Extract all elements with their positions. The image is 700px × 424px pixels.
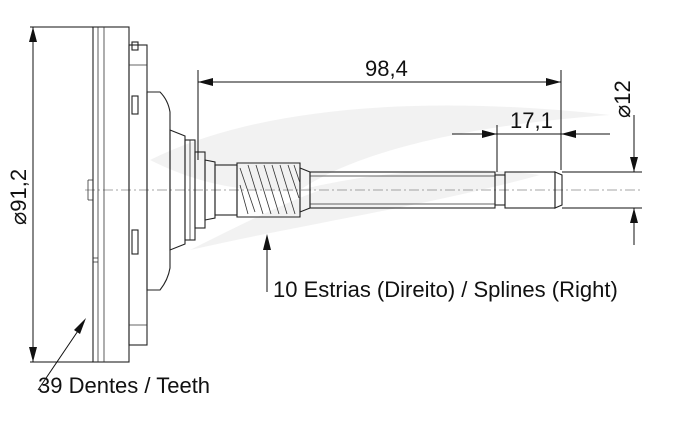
shaft <box>214 162 563 218</box>
splines-callout: 10 Estrias (Direito) / Splines (Right) <box>273 277 618 302</box>
overall-diameter-dimension <box>29 26 93 363</box>
spline-length-dimension <box>452 125 610 172</box>
overall-diameter-label: ⌀91,2 <box>6 169 31 225</box>
watermark-logo <box>150 105 610 251</box>
spline-length-label: 17,1 <box>510 108 553 133</box>
shaft-diameter-dimension <box>562 115 642 245</box>
splines-leader <box>263 234 271 292</box>
helical-teeth <box>239 164 301 215</box>
teeth-callout: 39 Dentes / Teeth <box>38 373 210 398</box>
hub <box>146 91 216 291</box>
shaft-length-dimension <box>197 70 562 170</box>
gear-disc <box>87 26 148 363</box>
shaft-diameter-label: ⌀12 <box>610 80 635 118</box>
teeth-leader <box>37 318 86 391</box>
shaft-length-label: 98,4 <box>365 56 408 81</box>
